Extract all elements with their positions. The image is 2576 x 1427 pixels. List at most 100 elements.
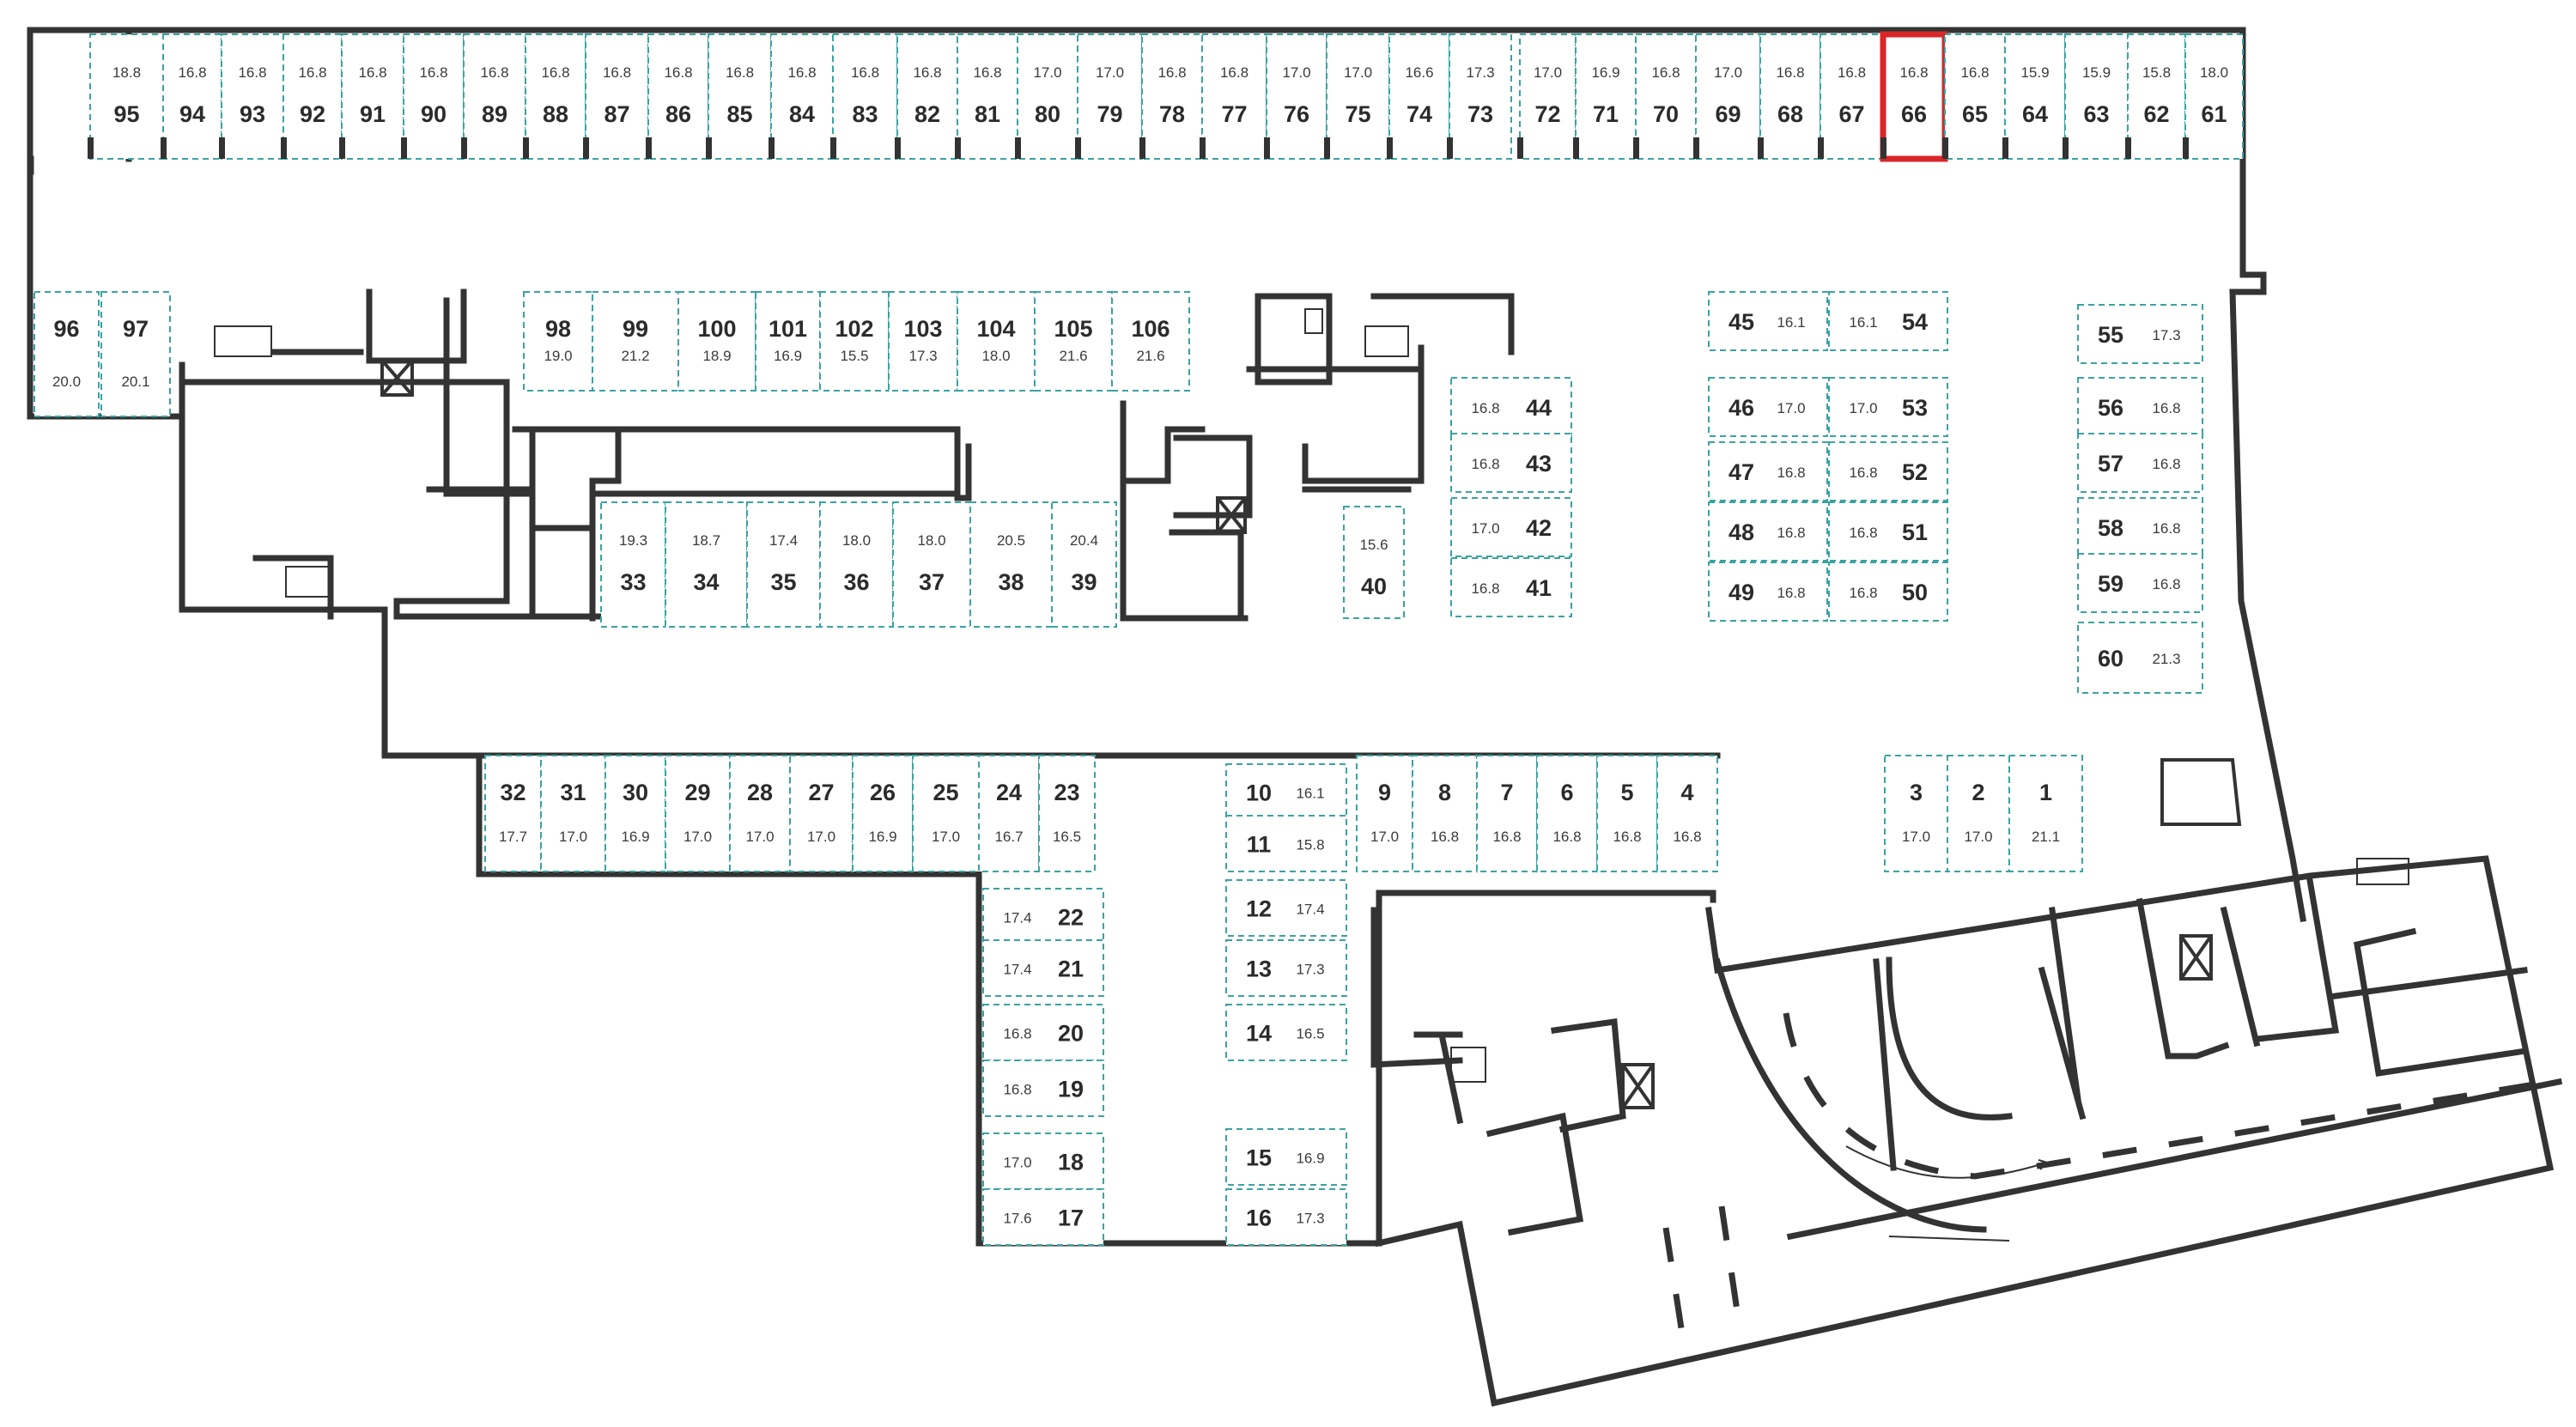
parking-space-24[interactable]: 16.724 [978, 755, 1040, 872]
parking-space-89[interactable]: 16.889 [463, 33, 526, 160]
parking-space-81[interactable]: 16.881 [957, 33, 1018, 160]
parking-space-82[interactable]: 16.882 [896, 33, 958, 160]
parking-space-59[interactable]: 16.859 [2077, 553, 2203, 613]
parking-space-56[interactable]: 16.856 [2077, 377, 2203, 437]
parking-space-31[interactable]: 17.031 [540, 755, 606, 872]
parking-space-65[interactable]: 16.865 [1944, 33, 2006, 160]
parking-space-45[interactable]: 16.145 [1708, 291, 1828, 351]
parking-space-46[interactable]: 17.046 [1708, 377, 1828, 437]
parking-space-64[interactable]: 15.964 [2004, 33, 2066, 160]
parking-space-9[interactable]: 17.09 [1356, 755, 1413, 872]
parking-space-84[interactable]: 16.884 [770, 33, 834, 160]
parking-space-57[interactable]: 16.857 [2077, 433, 2203, 493]
parking-space-60[interactable]: 21.360 [2077, 622, 2203, 694]
parking-space-47[interactable]: 16.847 [1708, 441, 1828, 501]
parking-space-90[interactable]: 16.890 [403, 33, 465, 160]
parking-space-97[interactable]: 20.197 [100, 291, 171, 417]
parking-space-66[interactable]: 16.866 [1880, 31, 1948, 162]
parking-space-38[interactable]: 20.538 [969, 501, 1053, 628]
parking-space-67[interactable]: 16.867 [1820, 33, 1884, 160]
parking-space-80[interactable]: 17.080 [1017, 33, 1078, 160]
parking-space-49[interactable]: 16.849 [1708, 562, 1828, 622]
parking-space-6[interactable]: 16.86 [1536, 755, 1598, 872]
parking-space-48[interactable]: 16.848 [1708, 501, 1828, 562]
parking-space-73[interactable]: 17.373 [1449, 33, 1512, 160]
parking-space-83[interactable]: 16.883 [832, 33, 898, 160]
parking-space-40[interactable]: 15.640 [1343, 506, 1405, 619]
parking-space-68[interactable]: 16.868 [1759, 33, 1821, 160]
parking-space-35[interactable]: 17.435 [746, 501, 821, 628]
parking-space-86[interactable]: 16.886 [647, 33, 709, 160]
parking-space-23[interactable]: 16.523 [1038, 755, 1096, 872]
parking-space-32[interactable]: 17.732 [484, 755, 542, 872]
parking-space-5[interactable]: 16.85 [1596, 755, 1658, 872]
parking-space-71[interactable]: 16.971 [1575, 33, 1637, 160]
parking-space-98[interactable]: 19.098 [523, 291, 593, 392]
parking-space-4[interactable]: 16.84 [1656, 755, 1718, 872]
parking-space-10[interactable]: 16.110 [1225, 763, 1347, 821]
parking-space-63[interactable]: 15.963 [2064, 33, 2129, 160]
parking-space-13[interactable]: 17.313 [1225, 939, 1347, 997]
parking-space-99[interactable]: 21.299 [592, 291, 679, 392]
parking-space-85[interactable]: 16.885 [708, 33, 772, 160]
parking-space-28[interactable]: 17.028 [729, 755, 791, 872]
parking-space-74[interactable]: 16.674 [1388, 33, 1450, 160]
parking-space-72[interactable]: 17.072 [1519, 33, 1577, 160]
parking-space-78[interactable]: 16.878 [1141, 33, 1203, 160]
parking-space-30[interactable]: 16.930 [605, 755, 666, 872]
parking-space-11[interactable]: 15.811 [1225, 815, 1347, 872]
parking-space-26[interactable]: 16.926 [852, 755, 914, 872]
parking-space-2[interactable]: 17.02 [1947, 755, 2010, 872]
parking-space-75[interactable]: 17.075 [1326, 33, 1390, 160]
parking-space-15[interactable]: 16.915 [1225, 1128, 1347, 1186]
parking-space-96[interactable]: 20.096 [33, 291, 100, 417]
parking-space-55[interactable]: 17.355 [2077, 304, 2203, 364]
parking-space-62[interactable]: 15.862 [2127, 33, 2186, 160]
parking-space-37[interactable]: 18.037 [892, 501, 971, 628]
parking-space-61[interactable]: 18.061 [2184, 33, 2244, 160]
parking-space-33[interactable]: 19.333 [600, 501, 666, 628]
parking-space-77[interactable]: 16.877 [1201, 33, 1267, 160]
parking-space-27[interactable]: 17.027 [789, 755, 854, 872]
parking-space-94[interactable]: 16.894 [162, 33, 222, 160]
parking-space-87[interactable]: 16.887 [585, 33, 649, 160]
parking-space-88[interactable]: 16.888 [525, 33, 586, 160]
parking-space-95[interactable]: 18.895 [89, 33, 164, 160]
parking-space-79[interactable]: 17.079 [1077, 33, 1143, 160]
parking-space-92[interactable]: 16.892 [283, 33, 343, 160]
parking-space-34[interactable]: 18.734 [665, 501, 748, 628]
parking-space-36[interactable]: 18.036 [819, 501, 894, 628]
parking-space-7[interactable]: 16.87 [1476, 755, 1538, 872]
parking-space-14[interactable]: 16.514 [1225, 1004, 1347, 1061]
parking-space-58[interactable]: 16.858 [2077, 497, 2203, 557]
parking-space-69[interactable]: 17.069 [1695, 33, 1761, 160]
parking-space-91[interactable]: 16.891 [341, 33, 404, 160]
parking-space-25[interactable]: 17.025 [912, 755, 980, 872]
parking-space-70[interactable]: 16.870 [1635, 33, 1697, 160]
parking-space-1[interactable]: 21.11 [2008, 755, 2083, 872]
parking-space-76[interactable]: 17.076 [1266, 33, 1327, 160]
parking-space-29[interactable]: 17.029 [665, 755, 731, 872]
parking-space-8[interactable]: 16.88 [1412, 755, 1478, 872]
parking-space-12[interactable]: 17.412 [1225, 879, 1347, 937]
